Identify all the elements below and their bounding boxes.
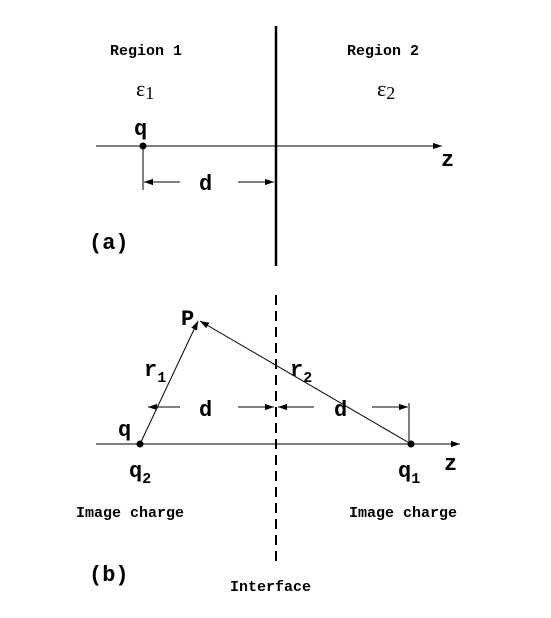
region-2-title: Region 2 xyxy=(347,43,419,60)
image-charge-q1-label: q1 xyxy=(398,459,420,488)
r1-subscript: 1 xyxy=(157,370,166,387)
q2-symbol: q xyxy=(129,459,142,484)
epsilon-1-symbol: ε xyxy=(136,76,145,101)
charge-q-label-b: q xyxy=(118,418,131,443)
z-axis-label-b: z xyxy=(444,452,457,477)
epsilon-1-label: ε1 xyxy=(136,76,154,103)
charge-q-label-a: q xyxy=(134,117,147,142)
z-axis-label-a: z xyxy=(441,148,454,173)
epsilon-1-subscript: 1 xyxy=(145,83,154,103)
q1-subscript: 1 xyxy=(411,471,420,488)
distance-label-a: d xyxy=(199,172,212,197)
r2-symbol: r xyxy=(290,358,303,383)
interface-caption: Interface xyxy=(230,579,311,596)
image-charge-right-caption: Image charge xyxy=(349,505,457,522)
distance-left-label: d xyxy=(199,398,212,423)
region-1-title: Region 1 xyxy=(110,43,182,60)
epsilon-2-label: ε2 xyxy=(377,76,395,103)
panel-a: Region 1 Region 2 ε1 ε2 z q d (a) xyxy=(89,26,454,266)
panel-a-label: (a) xyxy=(89,231,129,256)
panel-b-label: (b) xyxy=(89,563,129,588)
image-charge-q2-label: q2 xyxy=(129,459,151,488)
q2-subscript: 2 xyxy=(142,471,151,488)
q1-symbol: q xyxy=(398,459,411,484)
r2-label: r2 xyxy=(290,358,312,387)
epsilon-2-symbol: ε xyxy=(377,76,386,101)
epsilon-2-subscript: 2 xyxy=(386,83,395,103)
r1-label: r1 xyxy=(144,358,166,387)
image-charge-left-caption: Image charge xyxy=(76,505,184,522)
r2-subscript: 2 xyxy=(303,370,312,387)
distance-right-label: d xyxy=(334,398,347,423)
panel-b: z P r1 r2 d d q q2 q1 Image charge Image xyxy=(76,295,460,596)
r1-vector xyxy=(139,320,199,445)
r1-symbol: r xyxy=(144,358,157,383)
point-p-label: P xyxy=(181,307,194,332)
r2-vector xyxy=(199,320,412,445)
